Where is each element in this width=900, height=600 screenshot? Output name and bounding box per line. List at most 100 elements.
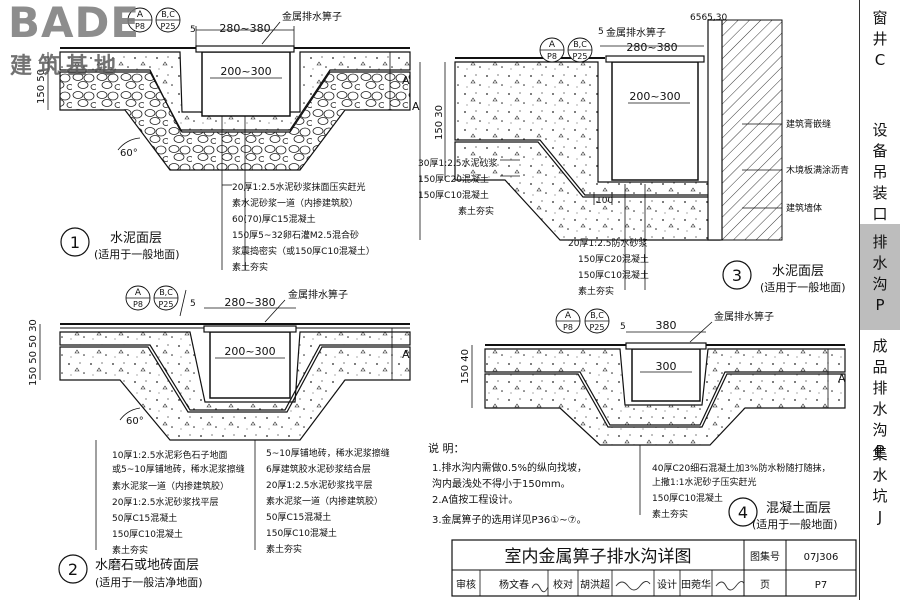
d2-grate-label: 金属排水箅子: [288, 288, 348, 301]
d2-concrete-upper: [59, 331, 411, 411]
d1-ref-bc: B,C P25: [155, 7, 181, 33]
drawing-title: 室内金属箅子排水沟详图: [505, 547, 692, 567]
svg-text:B,C: B,C: [590, 311, 604, 320]
svg-text:150厚C10混凝土: 150厚C10混凝土: [578, 269, 649, 281]
svg-text:素水泥浆一道（内掺建筑胶）: 素水泥浆一道（内掺建筑胶）: [266, 495, 383, 507]
d2-dim-a: A: [402, 348, 410, 361]
svg-text:水泥面层: 水泥面层: [110, 231, 162, 246]
d2-notes-left: 10厚1:2.5水泥彩色石子地面 或5~10厚铺地砖，稀水泥浆擦缝 素水泥浆一道…: [112, 449, 245, 556]
grate: [195, 45, 295, 53]
svg-text:A: A: [565, 311, 572, 321]
svg-text:20厚1:2.5水泥砂浆找平层: 20厚1:2.5水泥砂浆找平层: [112, 496, 219, 508]
svg-text:素土夯实: 素土夯实: [232, 261, 268, 273]
d1-notes: 20厚1:2.5水泥砂浆抹面压实赶光 素水泥砂浆一道（内掺建筑胶） 60(70)…: [232, 181, 375, 273]
svg-text:150厚C20混凝土: 150厚C20混凝土: [418, 173, 489, 185]
svg-text:30厚1:2.5水泥砂浆: 30厚1:2.5水泥砂浆: [418, 157, 498, 169]
design-name: 田菀华: [681, 578, 711, 591]
d4-ref-a: A P8: [555, 308, 581, 334]
svg-text:150厚C10混凝土: 150厚C10混凝土: [652, 492, 723, 504]
svg-text:20厚1:2.5水泥砂浆抹面压实赶光: 20厚1:2.5水泥砂浆抹面压实赶光: [232, 181, 366, 193]
atlas-label: 图集号: [750, 550, 780, 563]
svg-text:建筑膏嵌缝: 建筑膏嵌缝: [786, 118, 831, 130]
svg-text:建筑墙体: 建筑墙体: [786, 202, 822, 214]
d3-right-labels: 建筑膏嵌缝 木境板满涂沥青 建筑墙体: [786, 118, 849, 214]
review-name: 杨文春: [499, 578, 529, 591]
svg-text:150厚C10混凝土: 150厚C10混凝土: [418, 189, 489, 201]
d3-dim-top: 280~380: [626, 41, 677, 54]
detail-1-section: 280~380 200~300 5 金属排水箅子 A 150 50 60° A …: [36, 7, 411, 273]
svg-text:3: 3: [732, 266, 742, 285]
svg-text:素水泥浆一道（内掺建筑胶）: 素水泥浆一道（内掺建筑胶）: [112, 480, 229, 492]
review-signature: [531, 583, 549, 593]
d3-wall-liner: [707, 19, 723, 241]
svg-text:(适用于一般洁净地面): (适用于一般洁净地面): [95, 575, 203, 589]
brand-tagline: 建筑基地: [10, 54, 123, 79]
d4-notes: 40厚C20细石混凝土加3%防水粉随打随抹， 上撒1:1水泥砂子压实赶光 150…: [652, 462, 830, 520]
d2-ref-bc: B,C P25: [153, 285, 179, 311]
svg-text:浆震捣密实（或150厚C10混凝土）: 浆震捣密实（或150厚C10混凝土）: [232, 245, 375, 257]
d3-dim-a: A: [412, 100, 420, 113]
d3-ref-bc: B,C P25: [567, 37, 593, 63]
svg-text:20厚1:2.5防水砂浆: 20厚1:2.5防水砂浆: [568, 237, 648, 249]
d2-dim-5: 5: [190, 299, 196, 309]
svg-text:(适用于一般地面): (适用于一般地面): [752, 518, 838, 531]
d3-notes-left: 30厚1:2.5水泥砂浆 150厚C20混凝土 150厚C10混凝土 素土夯实: [418, 157, 498, 217]
d4-dim-inner: 300: [656, 360, 677, 373]
d3-dim-inner: 200~300: [629, 90, 680, 103]
svg-text:(适用于一般地面): (适用于一般地面): [94, 248, 180, 261]
d2-dim-inner: 200~300: [224, 345, 275, 358]
detail-2-section: 280~380 200~300 5 金属排水箅子 A 150 50 50 30 …: [28, 285, 411, 589]
d1-angle: 60°: [120, 148, 138, 159]
d3-dim-100: 100: [596, 196, 613, 206]
svg-text:3.金属箅子的选用详见P36①~⑦。: 3.金属箅子的选用详见P36①~⑦。: [432, 513, 587, 526]
d1-dim-left: 150 50: [36, 69, 47, 104]
svg-text:150厚5~32卵石灌M2.5混合砂: 150厚5~32卵石灌M2.5混合砂: [232, 229, 359, 241]
svg-text:P8: P8: [563, 323, 573, 332]
d1-ref-a: A P8: [127, 7, 153, 33]
svg-text:P25: P25: [572, 52, 587, 61]
svg-text:40厚C20细石混凝土加3%防水粉随打随抹，: 40厚C20细石混凝土加3%防水粉随打随抹，: [652, 462, 830, 474]
d4-concrete-upper: [484, 348, 846, 426]
svg-text:素土夯实: 素土夯实: [266, 543, 302, 555]
svg-text:1: 1: [70, 233, 80, 252]
svg-text:P8: P8: [133, 300, 143, 309]
svg-text:P8: P8: [547, 52, 557, 61]
svg-text:水泥面层: 水泥面层: [772, 264, 824, 279]
design-signature: [715, 581, 745, 591]
concrete-layer: [59, 51, 411, 131]
d3-channel: [611, 61, 699, 181]
d2-label: 2 水磨石或地砖面层 (适用于一般洁净地面): [58, 554, 203, 589]
d1-label: 1 水泥面层 (适用于一般地面): [60, 227, 180, 261]
d3-building-wall: [721, 19, 783, 241]
svg-text:150厚C10混凝土: 150厚C10混凝土: [112, 528, 183, 540]
svg-text:混凝土面层: 混凝土面层: [766, 500, 831, 516]
brand-wordmark: BADE: [8, 0, 141, 47]
d1-dim-top: 280~380: [219, 22, 270, 35]
page-number: P7: [815, 580, 827, 591]
svg-text:50厚C15混凝土: 50厚C15混凝土: [112, 512, 177, 524]
channel: [201, 51, 291, 117]
d2-grate: [203, 325, 297, 333]
svg-text:木境板满涂沥青: 木境板满涂沥青: [786, 164, 849, 176]
d4-dim-a: A: [838, 372, 846, 385]
svg-text:A: A: [137, 10, 144, 20]
check-signature: [615, 581, 651, 591]
svg-text:沟内最浅处不得小于150mm。: 沟内最浅处不得小于150mm。: [432, 477, 571, 490]
d4-ref-bc: B,C P25: [584, 308, 610, 334]
index-equipment-hoist-opening[interactable]: 设备吊装口S: [872, 121, 888, 244]
explanation-heading: 说 明：: [428, 441, 465, 455]
svg-text:5~10厚铺地砖，稀水泥浆擦缝: 5~10厚铺地砖，稀水泥浆擦缝: [266, 447, 390, 459]
svg-text:素土夯实: 素土夯实: [652, 508, 688, 520]
explanation-notes: 说 明： 1.排水沟内需做0.5%的纵向找坡， 沟内最浅处不得小于150mm。 …: [428, 441, 587, 526]
check-label: 校对: [553, 578, 573, 591]
svg-text:6厚建筑胶水泥砂浆结合层: 6厚建筑胶水泥砂浆结合层: [266, 463, 371, 475]
svg-text:150厚C20混凝土: 150厚C20混凝土: [578, 253, 649, 265]
d2-dim-left: 150 50 50 30: [28, 319, 39, 386]
d1-dim-5: 5: [190, 25, 196, 35]
svg-text:或5~10厚铺地砖，稀水泥浆擦缝: 或5~10厚铺地砖，稀水泥浆擦缝: [112, 463, 245, 475]
atlas-number: 07J306: [804, 552, 839, 563]
